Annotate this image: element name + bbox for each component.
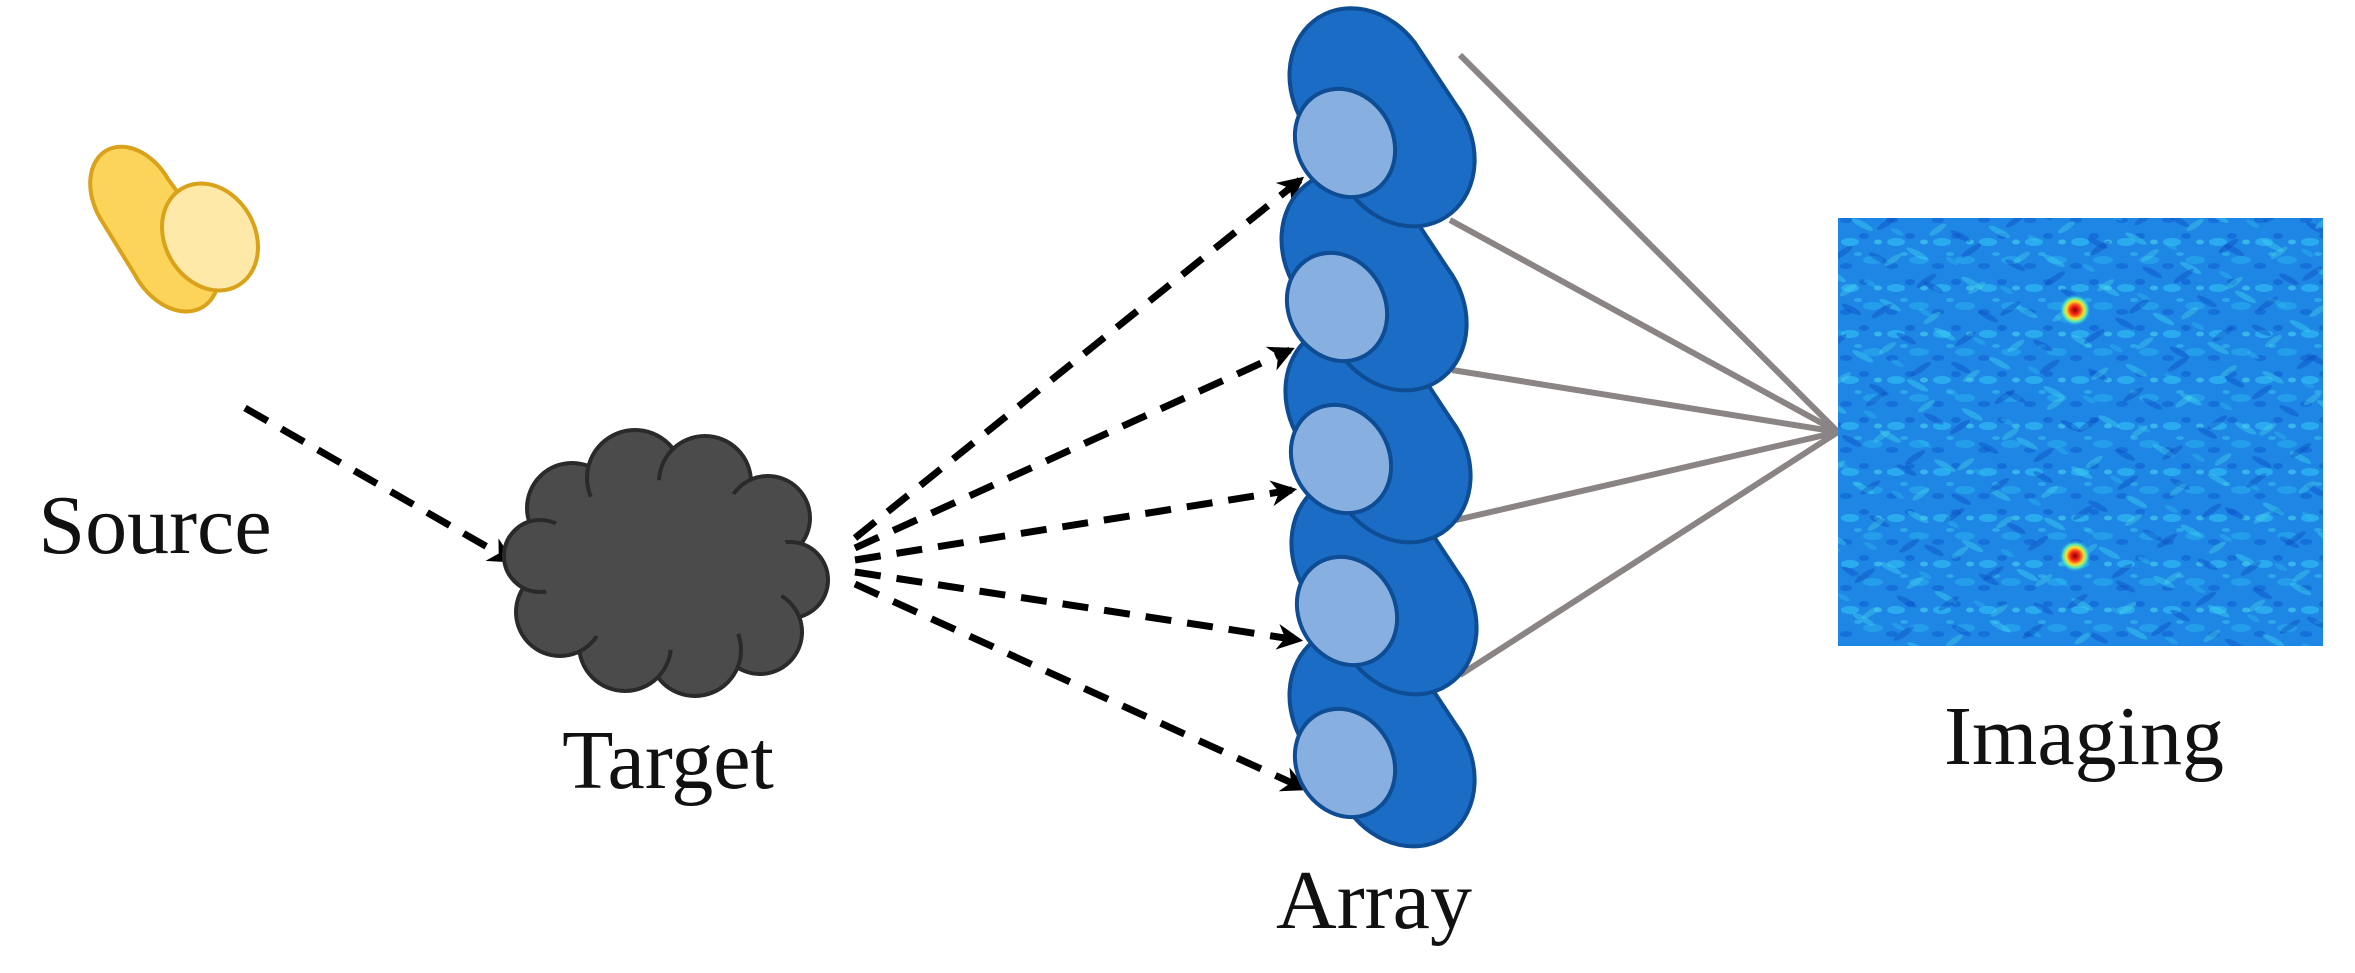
arrow-to-sensor-2 [853, 346, 1295, 552]
arrow-to-sensor-5 [853, 580, 1308, 792]
scattered-arrows [852, 176, 1308, 792]
array-sensors [1279, 6, 1479, 849]
wire-2 [1448, 217, 1840, 435]
array-sensor-1-icon [1287, 6, 1477, 229]
wire-3 [1451, 367, 1839, 435]
arrow-to-sensor-3 [854, 480, 1298, 564]
hotspot-upper [2059, 294, 2091, 326]
source-icon [88, 144, 260, 314]
array-sensor-5-icon [1287, 626, 1477, 849]
wire-4 [1455, 429, 1839, 523]
array-sensor-4-icon [1289, 474, 1479, 697]
array-sensor-2-icon [1279, 170, 1469, 393]
arrow-to-sensor-1 [852, 176, 1305, 541]
signal-wires [1448, 52, 1841, 678]
label-array: Array [1276, 854, 1472, 947]
label-target: Target [562, 714, 774, 807]
wire-5 [1458, 429, 1840, 678]
label-source: Source [38, 479, 271, 572]
target-cloud-icon [502, 428, 830, 698]
label-imaging: Imaging [1944, 690, 2224, 783]
wire-1 [1457, 52, 1841, 435]
arrow-source-to-target [243, 404, 515, 564]
hotspot-lower [2059, 540, 2091, 572]
imaging-result-image [1838, 218, 2323, 646]
arrow-to-sensor-4 [854, 568, 1304, 650]
